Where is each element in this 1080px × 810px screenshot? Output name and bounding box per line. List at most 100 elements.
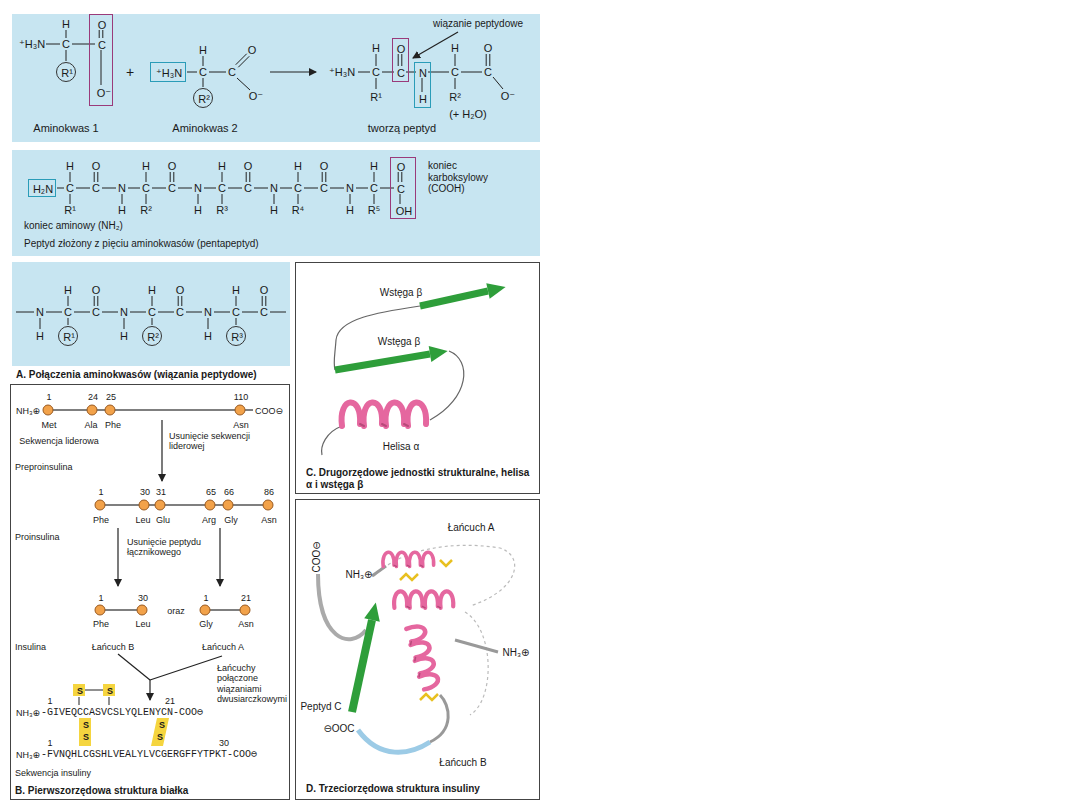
beta-strand: [335, 354, 430, 370]
text-label: tworzą peptyd: [368, 122, 436, 135]
chemical-bond: [76, 188, 90, 189]
chemical-bond: [178, 188, 192, 189]
carboxyl-box: OCO⁻: [89, 14, 113, 106]
chemical-bond: [493, 77, 503, 89]
amide-box: NH: [414, 62, 431, 108]
text-label: H: [218, 160, 226, 173]
residue-dot: [87, 405, 97, 415]
text-label: O: [484, 42, 493, 55]
text-label: O⁻: [97, 87, 111, 100]
chemical-bond: [398, 54, 399, 66]
chemical-bond: [222, 172, 223, 182]
chemical-bond: [158, 312, 174, 313]
chemical-bond: [66, 50, 67, 61]
text-label: O: [260, 284, 269, 297]
chemical-bond: [124, 318, 125, 329]
text-label: NH₃⊕: [16, 406, 40, 416]
text-label: C: [372, 66, 380, 79]
insulin-backbone: [352, 620, 372, 712]
reaction-arrow: [270, 71, 316, 72]
alpha-helix: [342, 402, 427, 426]
text-label: koniec karboksylowy (COOH): [428, 160, 504, 195]
amino-end-box: H₂N: [28, 179, 56, 197]
text-label: O⁻: [249, 90, 263, 103]
disulfide-bond: [151, 718, 169, 746]
chemical-bond: [214, 312, 230, 313]
reaction-arrow: [413, 32, 458, 58]
carboxyl-end-box: OCOH: [390, 157, 416, 219]
chemical-bond: [374, 172, 375, 182]
chemical-bond: [99, 30, 100, 38]
text-label: Łańcuch A: [202, 642, 244, 652]
text-label: N: [36, 306, 44, 319]
text-label: H: [142, 160, 150, 173]
text-label: R¹: [370, 91, 382, 104]
text-label: Łańcuch B: [439, 757, 486, 769]
text-label: R²: [147, 331, 159, 344]
text-label: 1: [98, 487, 103, 497]
text-label: C: [142, 182, 150, 195]
residue-circle: R³: [226, 326, 246, 346]
text-label: C: [244, 182, 252, 195]
chemical-bond: [203, 56, 204, 66]
chemical-bond: [178, 296, 179, 306]
residue-dot: [139, 500, 149, 510]
band-fill: [12, 262, 290, 366]
text-label: NH₃⊕: [16, 708, 40, 718]
insulin-backbone: [430, 695, 448, 742]
text-label: O⁻: [501, 90, 515, 103]
text-label: R⁵: [368, 204, 381, 217]
amino-box: ⁺H₃N: [150, 62, 186, 82]
residue-dot: [43, 405, 53, 415]
text-label: H: [370, 160, 378, 173]
residue-chain: [205, 609, 245, 611]
text-label: N: [120, 306, 128, 319]
text-label: H: [294, 160, 302, 173]
chemical-bond: [181, 296, 182, 306]
text-label: C: [370, 182, 378, 195]
text-label: N: [270, 182, 278, 195]
text-label: R¹: [64, 204, 76, 217]
text-label: Wstęga β: [378, 336, 420, 348]
chemical-bond: [102, 188, 116, 189]
text-label: Gly: [224, 515, 238, 525]
chemical-bond: [249, 172, 250, 182]
text-label: H: [419, 93, 427, 106]
text-label: D. Trzeciorzędowa struktura insuliny: [306, 783, 531, 795]
tertiary-structure-panel: Łańcuch ACOO⊖NH₃⊕NH₃⊕Peptyd C⊖OOCŁańcuch…: [295, 499, 540, 800]
text-label: Usunięcie peptydu łącznikowego: [127, 537, 215, 558]
text-label: Asn: [238, 619, 254, 629]
text-label: R¹: [63, 331, 75, 344]
chemical-bond: [128, 188, 140, 189]
text-label: Preproinsulina: [15, 462, 73, 472]
text-label: Łańcuchy połączone wiązaniami dwusiarczk…: [217, 663, 289, 704]
text-label: koniec aminowy (NH₂): [24, 220, 123, 232]
text-label: H: [194, 204, 202, 217]
chemical-bond: [130, 312, 146, 313]
text-label: COO⊖: [311, 541, 323, 572]
alpha-helix: [342, 402, 427, 426]
text-label: Sekwencja insuliny: [15, 768, 91, 778]
text-label: R¹: [61, 67, 73, 80]
primary-structure-panel: 12425110NH₃⊕COO⊖MetAlaPheAsnSekwencja li…: [10, 384, 290, 800]
text-label: Arg: [202, 515, 216, 525]
disulfide-bond: [79, 718, 91, 746]
residue-dot: [240, 605, 250, 615]
text-label: Łańcuch A: [448, 522, 495, 534]
band-fill: [12, 14, 540, 366]
text-label: Phe: [105, 420, 121, 430]
pentapeptide-band: CCNCCNCCNCCNCHOHOHOHOHR¹HR²HR³HR⁴HR⁵koni…: [12, 150, 540, 256]
text-label: 31: [156, 487, 166, 497]
chemical-bond: [198, 194, 199, 204]
chemical-bond: [280, 188, 292, 189]
text-label: H: [36, 330, 44, 343]
text-label: -GIVEQCCASVCSLYQLENYCN-COO⊖: [41, 707, 203, 719]
text-label: Łańcuch B: [92, 642, 135, 652]
text-label: C: [484, 66, 492, 79]
text-label: C: [92, 306, 100, 319]
chemical-bond: [298, 194, 299, 204]
chemical-bond: [401, 54, 402, 66]
text-label: O: [92, 160, 101, 173]
chemical-bond: [122, 194, 123, 204]
process-arrow: [161, 420, 162, 481]
